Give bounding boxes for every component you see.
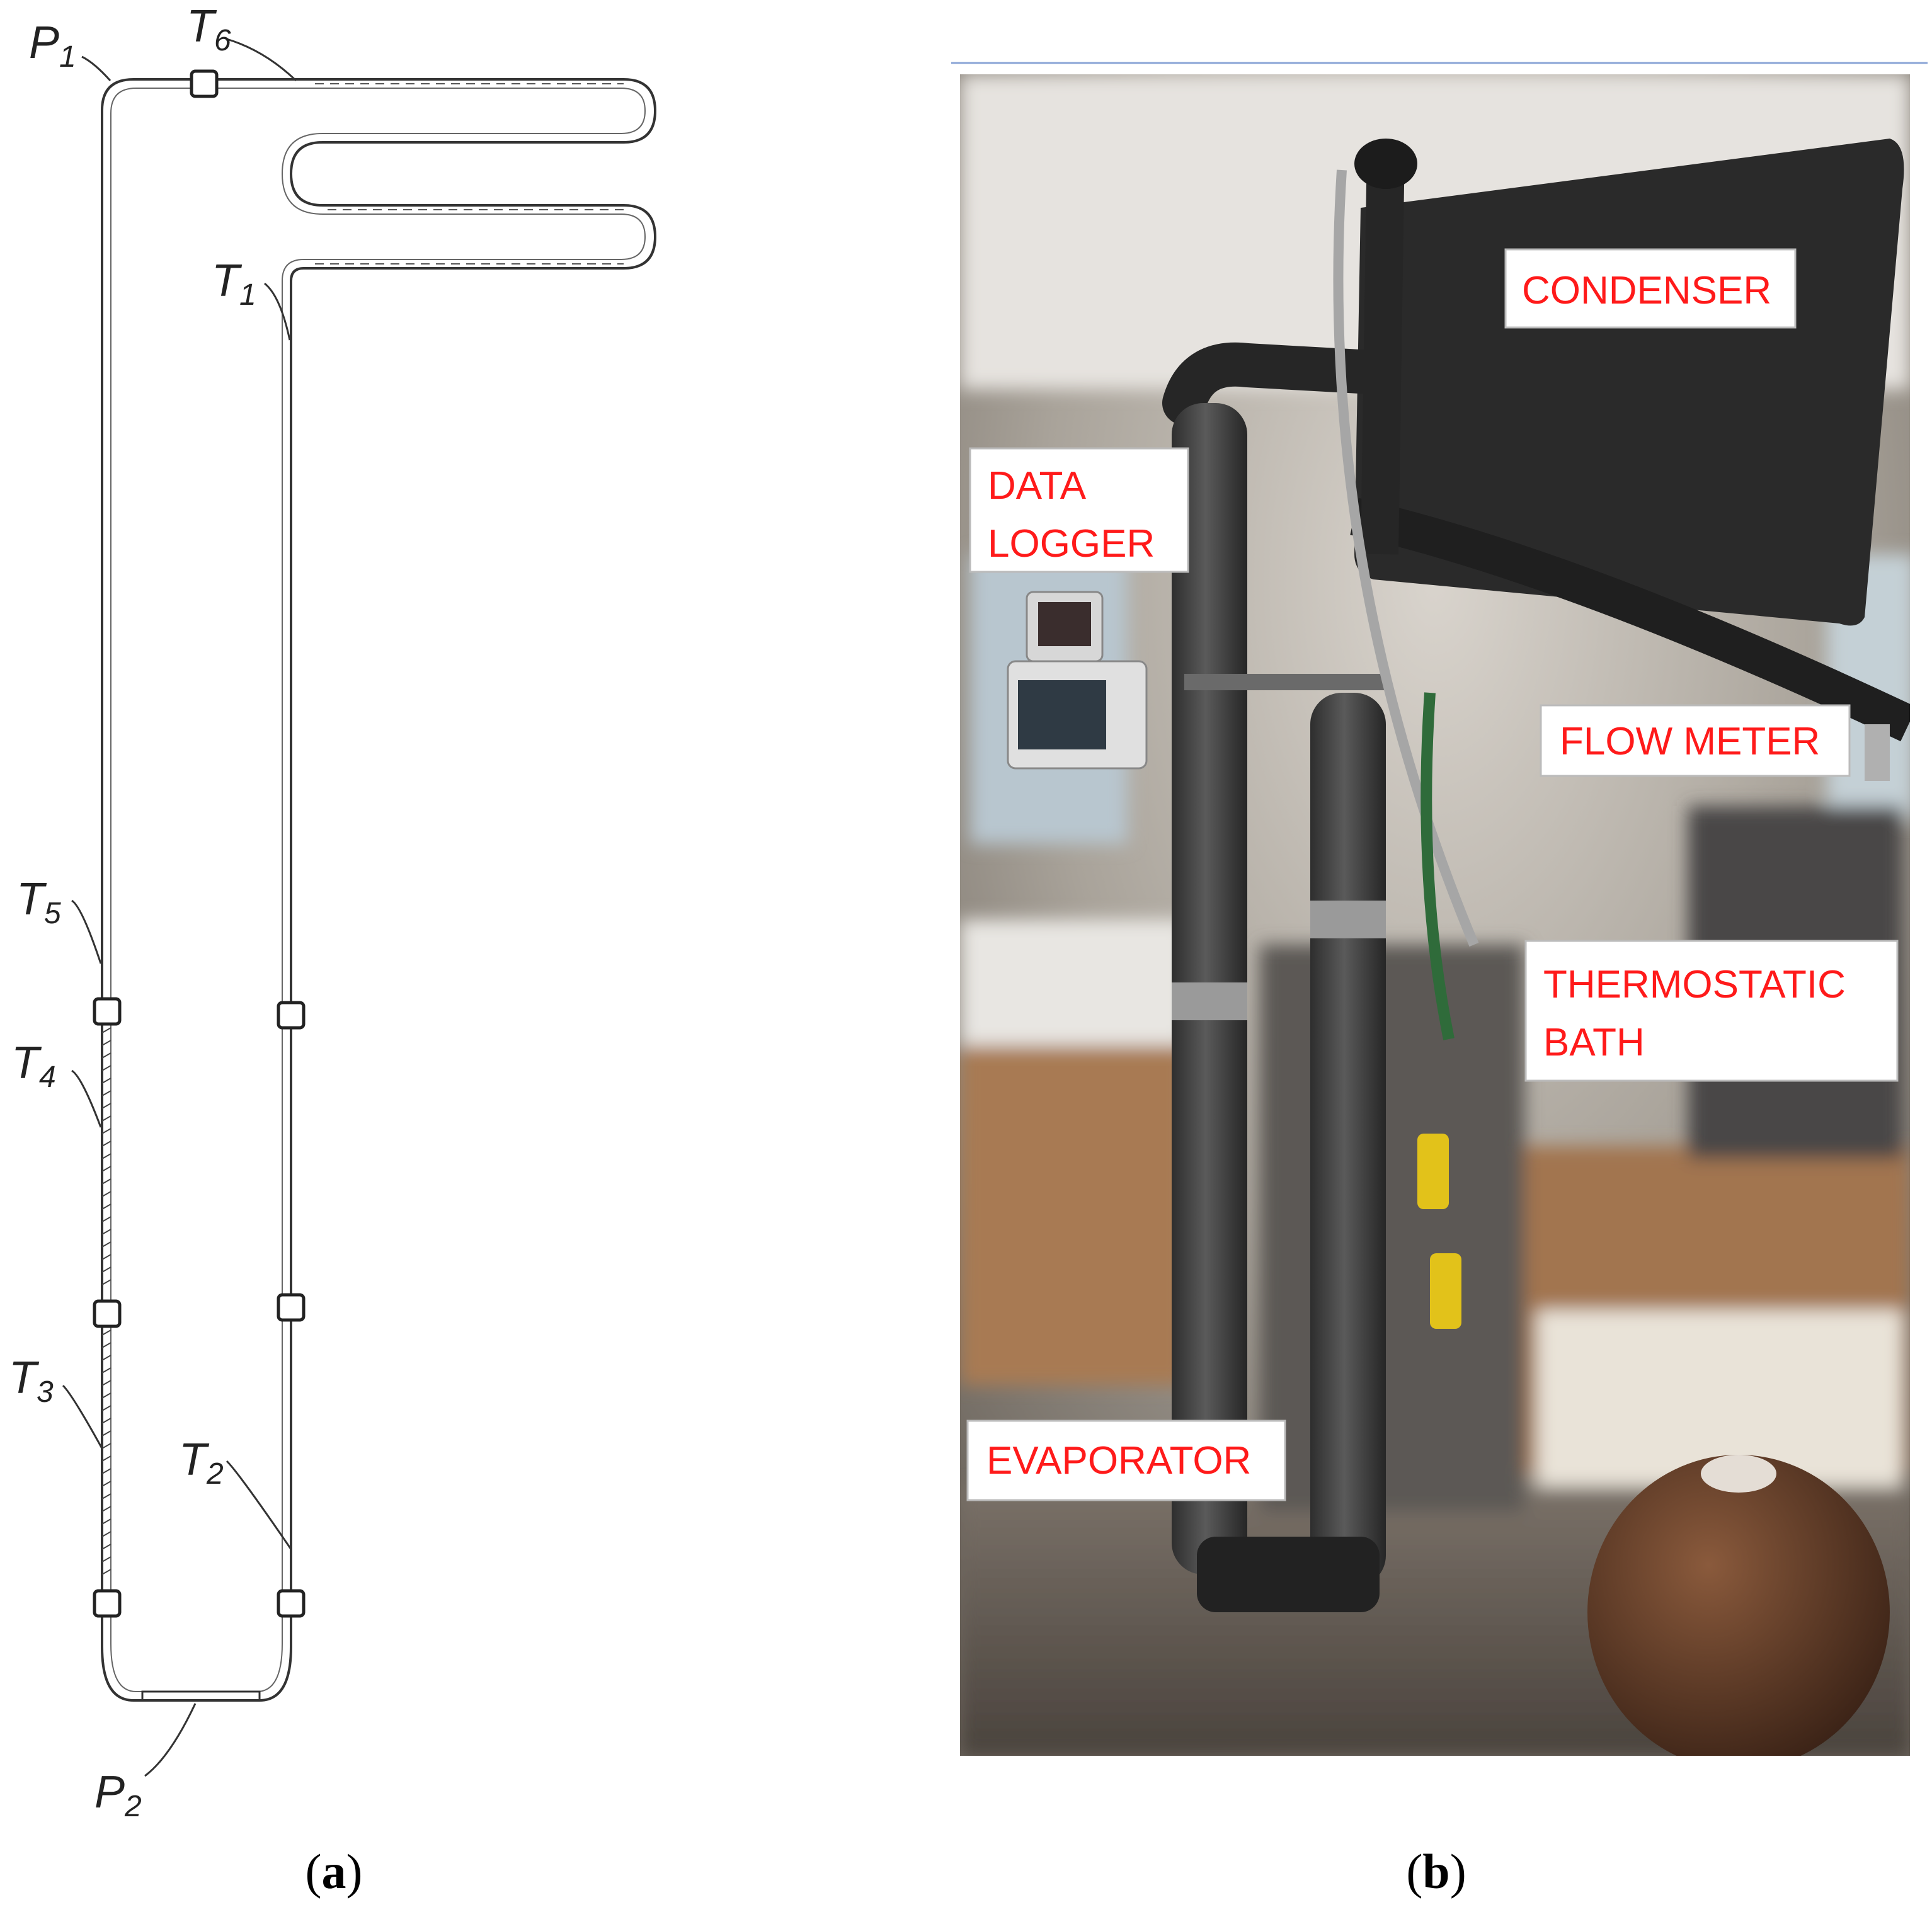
fitting-left-3 (93, 1589, 122, 1618)
fitting-right-3 (277, 1589, 306, 1618)
photo-panel (960, 74, 1910, 1756)
yellow-connector-2 (1430, 1253, 1461, 1329)
evaporator-column-right (1310, 693, 1386, 1587)
fitting-right-2 (277, 1293, 306, 1322)
logger-screen-bottom (1018, 680, 1106, 749)
caption-a: (a) (306, 1844, 363, 1899)
evaporator-bottom-joint (1197, 1537, 1380, 1612)
svg-text:LOGGER: LOGGER (988, 522, 1155, 566)
label-t6: T6 (186, 1, 231, 57)
svg-text:DATA: DATA (988, 464, 1087, 508)
fitting-right-1 (277, 1001, 306, 1030)
svg-text:EVAPORATOR: EVAPORATOR (986, 1439, 1251, 1482)
label-p2: P2 (94, 1767, 142, 1823)
svg-text:BATH: BATH (1543, 1021, 1645, 1064)
green-cable (1420, 692, 1455, 1040)
label-t5: T5 (16, 874, 61, 930)
svg-text:CONDENSER: CONDENSER (1522, 269, 1771, 312)
svg-text:FLOW METER: FLOW METER (1560, 720, 1820, 763)
flow-meter-body (1865, 724, 1890, 781)
label-t1: T1 (212, 256, 256, 312)
condenser-cap (1354, 139, 1417, 189)
jar-cap (1701, 1455, 1776, 1493)
callout-condenser: CONDENSER (1504, 248, 1797, 329)
callout-flow-meter: FLOW METER (1540, 704, 1851, 777)
fittings (93, 69, 306, 1618)
heated-section-hatch (101, 1015, 111, 1575)
callout-evaporator: EVAPORATOR (966, 1420, 1286, 1501)
label-t4: T4 (11, 1038, 56, 1094)
svg-text:THERMOSTATIC: THERMOSTATIC (1543, 963, 1846, 1006)
yellow-connector-1 (1417, 1134, 1449, 1209)
bottom-segment (141, 1690, 261, 1702)
loop-outline (101, 78, 657, 1702)
fitting-left-2 (93, 1299, 122, 1328)
condenser-inlet-pipe (1361, 144, 1405, 555)
mount-bracket (1184, 674, 1386, 690)
condenser-centerline (315, 83, 624, 265)
loop-inner-wall (110, 88, 646, 1692)
callout-thermostatic-bath: THERMOSTATIC BATH (1524, 940, 1899, 1082)
loop-schematic: P1 T6 T1 T5 T4 T3 T2 P2 (9, 1, 657, 1823)
label-p1: P1 (29, 18, 76, 74)
fitting-left-1 (93, 997, 122, 1026)
fitting-top (190, 69, 219, 98)
label-t3: T3 (9, 1353, 54, 1409)
tape-band-left (1172, 982, 1247, 1020)
label-t2: T2 (179, 1435, 224, 1491)
leader-lines (62, 38, 297, 1777)
logger-screen-top (1038, 602, 1091, 646)
outlet-pipe (1350, 498, 1910, 742)
brown-jar (1587, 1455, 1890, 1756)
tape-band-right (1310, 901, 1386, 938)
upper-pipe (1162, 342, 1383, 425)
callout-data-logger: DATA LOGGER (969, 447, 1189, 573)
caption-b: (b) (1406, 1844, 1466, 1899)
